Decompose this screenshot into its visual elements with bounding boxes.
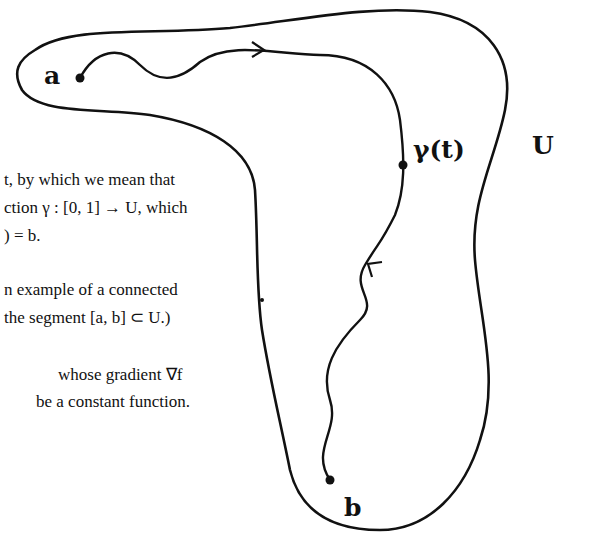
direction-arrow bbox=[368, 262, 382, 277]
end-point bbox=[326, 476, 335, 485]
path-curve bbox=[80, 50, 403, 480]
direction-arrow bbox=[252, 42, 264, 57]
outline-dot bbox=[260, 298, 264, 302]
point-label: γ(t) bbox=[413, 136, 465, 164]
body-text: ction γ : [0, 1] → U, which bbox=[4, 198, 188, 218]
region-label: U bbox=[532, 132, 554, 160]
body-text: ) = b. bbox=[4, 226, 41, 246]
point-label: b bbox=[344, 494, 361, 522]
body-text: n example of a connected bbox=[4, 280, 178, 300]
point-label: a bbox=[44, 62, 60, 90]
body-text: the segment [a, b] ⊂ U.) bbox=[4, 308, 170, 328]
body-text: t, by which we mean that bbox=[4, 170, 175, 190]
start-point bbox=[76, 74, 85, 83]
region-outline bbox=[17, 10, 507, 530]
body-text: be a constant function. bbox=[36, 392, 190, 412]
body-text: whose gradient ∇f bbox=[58, 365, 182, 385]
curve-point bbox=[399, 161, 408, 170]
